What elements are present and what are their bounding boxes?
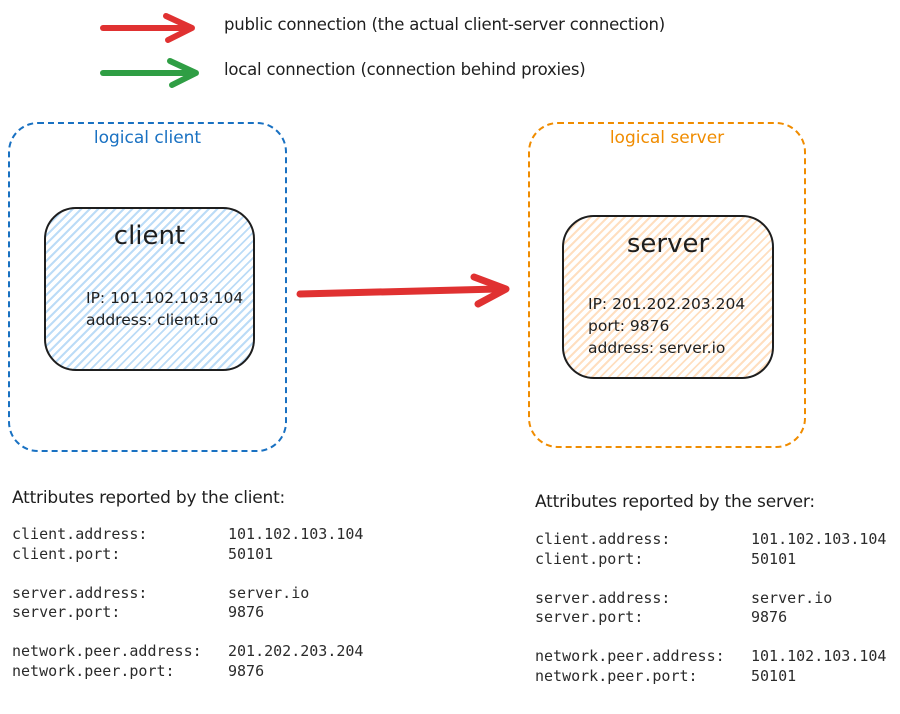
attribute-row: server.port: 9876 [535, 608, 886, 628]
attribute-value: 9876 [751, 608, 788, 626]
attribute-key: client.address: [12, 525, 148, 543]
attribute-value: 50101 [751, 666, 797, 685]
attribute-value: 9876 [228, 661, 265, 680]
server-node-title: server [626, 229, 710, 259]
server-attributes-table: client.address: 101.102.103.104 client.po… [535, 530, 886, 686]
attribute-key: client.port: [535, 549, 644, 568]
server-node-details: IP: 201.202.203.204 port: 9876 address: … [588, 293, 745, 359]
attribute-value: 50101 [228, 544, 274, 563]
attribute-row: server.port: 9876 [12, 603, 363, 623]
attribute-key: network.peer.port: [12, 661, 175, 680]
server-node-line: address: server.io [588, 339, 726, 357]
client-node-details: IP: 101.102.103.104 address: client.io [86, 287, 243, 331]
logical-server-box: logical server server IP: 201.202.203.20… [528, 122, 806, 448]
client-node: client IP: 101.102.103.104 address: clie… [44, 207, 255, 371]
logical-server-label: logical server [609, 128, 725, 148]
attribute-key: server.port: [535, 608, 644, 626]
attribute-value: 101.102.103.104 [751, 647, 887, 665]
attribute-key: server.address: [535, 588, 671, 607]
attribute-row: client.port: 50101 [12, 545, 363, 565]
attribute-value: server.io [751, 588, 833, 607]
client-attributes-table: client.address: 101.102.103.104 client.po… [12, 525, 363, 681]
attribute-row: network.peer.address: 101.102.103.104 [535, 647, 886, 667]
client-node-line: address: client.io [86, 311, 219, 329]
local-connection-arrow-icon [98, 58, 204, 88]
public-connection-arrow-icon [98, 13, 200, 43]
attribute-row: client.port: 50101 [535, 550, 886, 570]
client-attributes-heading: Attributes reported by the client: [12, 488, 286, 508]
attribute-value: 101.102.103.104 [751, 530, 887, 548]
attribute-value: 101.102.103.104 [228, 525, 364, 543]
logical-client-box: logical client client IP: 101.102.103.10… [8, 122, 287, 452]
attribute-key: server.port: [12, 603, 121, 621]
client-node-title: client [113, 221, 186, 251]
client-node-line: IP: 101.102.103.104 [86, 289, 244, 307]
attribute-key: network.peer.port: [535, 666, 698, 685]
server-node: server IP: 201.202.203.204 port: 9876 ad… [562, 215, 774, 379]
attribute-value: server.io [228, 583, 310, 602]
attribute-row: network.peer.address: 201.202.203.204 [12, 642, 363, 662]
server-attributes-heading: Attributes reported by the server: [535, 492, 815, 512]
server-node-line: IP: 201.202.203.204 [588, 295, 746, 313]
attribute-row: server.address: server.io [12, 584, 363, 604]
logical-client-label: logical client [93, 128, 202, 148]
attribute-key: client.address: [535, 530, 671, 548]
attribute-row: server.address: server.io [535, 589, 886, 609]
attribute-row: client.address: 101.102.103.104 [535, 530, 886, 550]
attribute-key: network.peer.address: [12, 642, 202, 660]
attribute-value: 50101 [751, 549, 797, 568]
attribute-row: network.peer.port: 9876 [12, 662, 363, 682]
attribute-key: client.port: [12, 544, 121, 563]
attribute-row: network.peer.port: 50101 [535, 667, 886, 687]
legend-label-public: public connection (the actual client-ser… [224, 15, 665, 34]
attribute-row: client.address: 101.102.103.104 [12, 525, 363, 545]
attribute-value: 201.202.203.204 [228, 642, 364, 660]
legend-label-local: local connection (connection behind prox… [224, 60, 586, 79]
server-node-line: port: 9876 [588, 317, 670, 335]
client-to-server-arrow-icon [294, 272, 522, 310]
attribute-value: 9876 [228, 603, 265, 621]
attribute-key: server.address: [12, 583, 148, 602]
attribute-key: network.peer.address: [535, 647, 725, 665]
